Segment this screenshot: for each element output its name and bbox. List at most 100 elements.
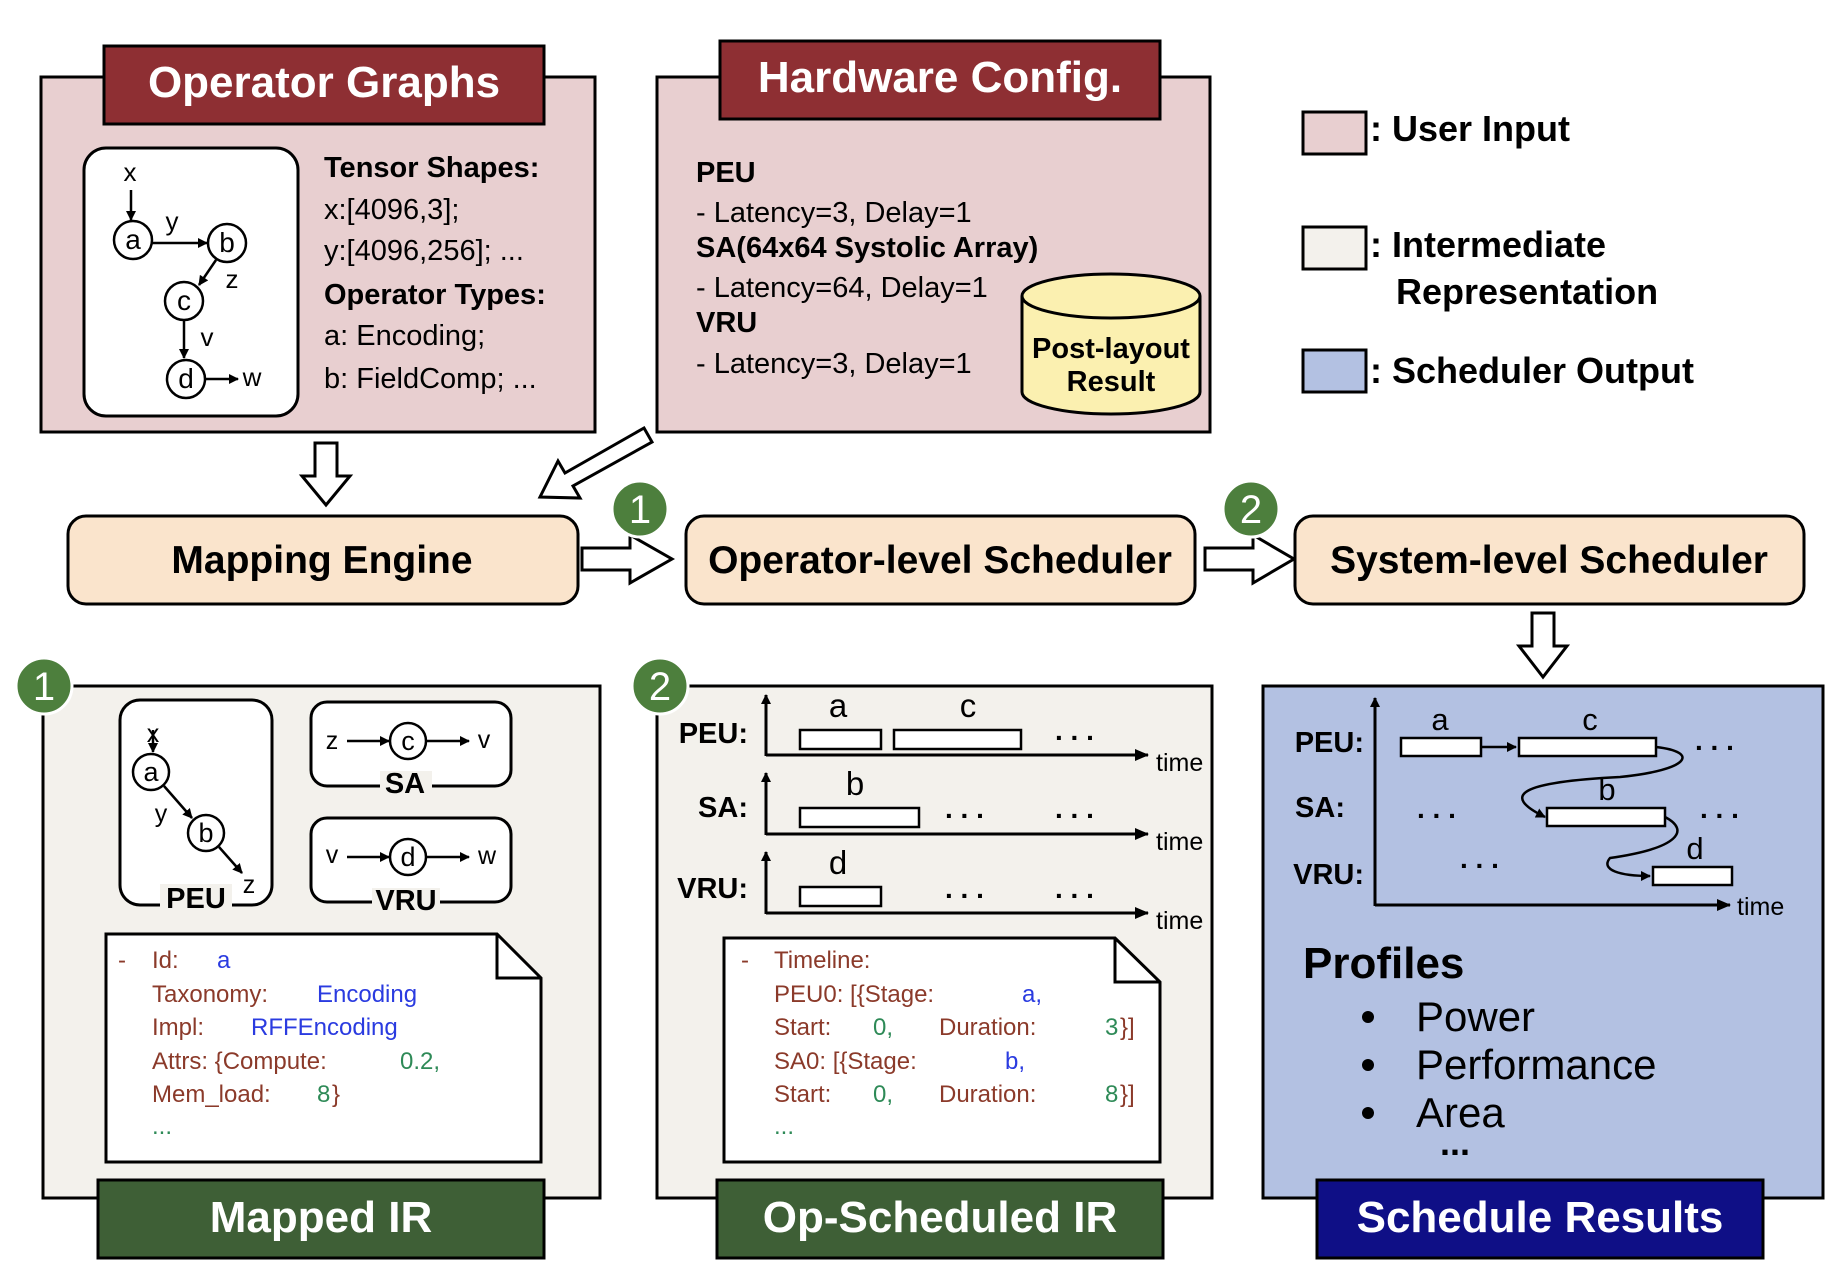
op-code-peu0: PEU0: [{Stage:	[774, 981, 934, 1008]
op-timeline-axes	[761, 694, 1149, 919]
op-code-sa0: SA0: [{Stage:	[774, 1048, 917, 1075]
sys-row-labels: PEU: SA: VRU:	[1293, 727, 1364, 891]
op-task-b-label: b	[846, 765, 864, 802]
mapped-code-tax-key: Taxonomy:	[152, 981, 268, 1008]
system-scheduler-box	[1293, 514, 1806, 606]
op-timeline-tasks	[798, 728, 1023, 908]
sys-time-label: time	[1737, 893, 1784, 921]
op-task-a	[798, 728, 883, 751]
sys-row-label-sa: SA:	[1295, 792, 1345, 824]
hardware-config-lines: PEU - Latency=3, Delay=1 SA(64x64 Systol…	[696, 157, 1038, 380]
op-row-label-vru: VRU:	[677, 873, 748, 905]
op-task-c-label: c	[960, 687, 977, 724]
profile-bullet-3	[1362, 1107, 1374, 1119]
mapped-peu-node-a-label: a	[143, 757, 159, 787]
op-row-label-peu: PEU:	[679, 718, 748, 750]
post-layout-result-db-icon	[1020, 272, 1202, 416]
schedule-results-title: Schedule Results	[1357, 1193, 1724, 1242]
legend-swatch-scheduler-output	[1301, 348, 1368, 394]
arrow-sys-to-results	[1515, 611, 1571, 680]
op-scheduled-ir-title-bar	[715, 1178, 1165, 1260]
op-ir-code-doc	[722, 936, 1162, 1164]
sys-task-b-label: b	[1598, 772, 1615, 807]
op-dots-peu: . . .	[1055, 715, 1094, 746]
op-code-start-1: Start:	[774, 1014, 831, 1041]
op-ir-code-doc-fold	[1113, 938, 1160, 984]
legend-swatch-intermediate	[1301, 225, 1368, 271]
op-code-timeline: Timeline:	[774, 947, 870, 974]
mapped-code-impl-key: Impl:	[152, 1014, 204, 1041]
mapping-engine-label: Mapping Engine	[171, 539, 472, 582]
operator-graphs-title-bar	[102, 44, 546, 126]
arrow-graphs-to-engine	[298, 441, 354, 508]
post-layout-line-1: Post-layout	[1032, 333, 1190, 365]
op-code-duration-2: Duration:	[939, 1081, 1036, 1108]
hw-line-peu: PEU	[696, 157, 756, 189]
mapped-sa-graph: z c v	[326, 721, 491, 761]
step-badge-2	[1221, 479, 1281, 539]
op-code-zero-1: 0,	[873, 1014, 893, 1041]
mapped-code-mem-num: 8	[317, 1081, 330, 1108]
profile-item-area: Area	[1416, 1089, 1505, 1136]
op-code-close-1: }]	[1120, 1014, 1135, 1041]
op-timeline-row-labels: PEU: SA: VRU:	[677, 718, 748, 905]
mapped-ir-title: Mapped IR	[210, 1193, 432, 1242]
op-code-start-2: Start:	[774, 1081, 831, 1108]
sys-timeline-axes	[1370, 697, 1731, 911]
mapped-ir-code-doc	[104, 932, 543, 1164]
op-scheduled-ir-panel: 2 PEU: SA: VRU: time time time a c	[630, 656, 1214, 1260]
mapped-code-impl-val: RFFEncoding	[251, 1014, 398, 1041]
sys-task-a	[1399, 736, 1483, 758]
op-code-close-2: }]	[1120, 1081, 1135, 1108]
mapped-peu-label-bg	[160, 884, 232, 914]
sys-row-label-vru: VRU:	[1293, 859, 1364, 891]
profiles-heading: Profiles	[1303, 939, 1464, 988]
pipeline: Mapping Engine Operator-level Scheduler …	[66, 479, 1806, 606]
mapped-sa-node-c-label: c	[401, 726, 415, 756]
arrow-engine-to-op	[580, 532, 676, 586]
op-code-duration-1: Duration:	[939, 1014, 1036, 1041]
hw-line-sa: SA(64x64 Systolic Array)	[696, 232, 1038, 264]
schedule-results-title-bar	[1315, 1178, 1765, 1260]
hw-line-sa-latency: - Latency=64, Delay=1	[696, 272, 988, 304]
post-layout-line-2: Result	[1067, 366, 1156, 398]
op-task-d-label: d	[829, 844, 847, 881]
mapped-code-ellipsis: ...	[152, 1113, 172, 1140]
sys-timeline-tasks	[1399, 736, 1734, 887]
hardware-config-title: Hardware Config.	[758, 53, 1122, 102]
mapped-vru-label: VRU	[375, 885, 436, 917]
sys-dots-peu: . . .	[1695, 725, 1734, 756]
op-code-three: 3	[1105, 1014, 1118, 1041]
operator-scheduler-box	[684, 514, 1197, 606]
mapped-peu-y: y	[155, 800, 168, 828]
op-code-ellipsis: ...	[774, 1113, 794, 1140]
mapped-code-dash: -	[118, 947, 126, 974]
operator-graphs-title: Operator Graphs	[148, 58, 500, 107]
op-peu-time-label: time	[1156, 749, 1203, 777]
mapped-code-id-key: Id:	[152, 947, 179, 974]
mapped-code-tax-val: Encoding	[317, 981, 417, 1008]
mapped-sa-z: z	[326, 727, 339, 755]
op-dots-sa-1: . . .	[945, 793, 984, 824]
mapped-vru-v: v	[326, 841, 339, 869]
graph-edge-z	[197, 259, 218, 286]
operator-line-2: b: FieldComp; ...	[324, 363, 537, 395]
mapped-peu-label: PEU	[166, 883, 226, 915]
profile-bullet-2	[1362, 1059, 1374, 1071]
mapped-ir-title-bar	[96, 1178, 546, 1260]
op-scheduled-ir-badge	[630, 656, 690, 716]
profile-item-power: Power	[1416, 993, 1535, 1040]
graph-edge-z-label: z	[226, 264, 239, 294]
op-timeline-task-labels: a c b d	[829, 687, 976, 881]
sys-dots-sa-2: . . .	[1700, 793, 1739, 824]
operator-scheduler-label: Operator-level Scheduler	[708, 539, 1172, 582]
graph-edge-x-label: x	[124, 157, 137, 187]
mapped-ir-code-doc-fold	[495, 934, 541, 980]
graph-node-a-label: a	[125, 224, 141, 255]
mapped-vru-w: w	[477, 842, 497, 870]
sys-task-d-label: d	[1686, 831, 1703, 866]
sys-dependency-arrows	[1481, 742, 1684, 881]
op-dots-sa-2: . . .	[1055, 793, 1094, 824]
op-task-c	[892, 728, 1023, 751]
